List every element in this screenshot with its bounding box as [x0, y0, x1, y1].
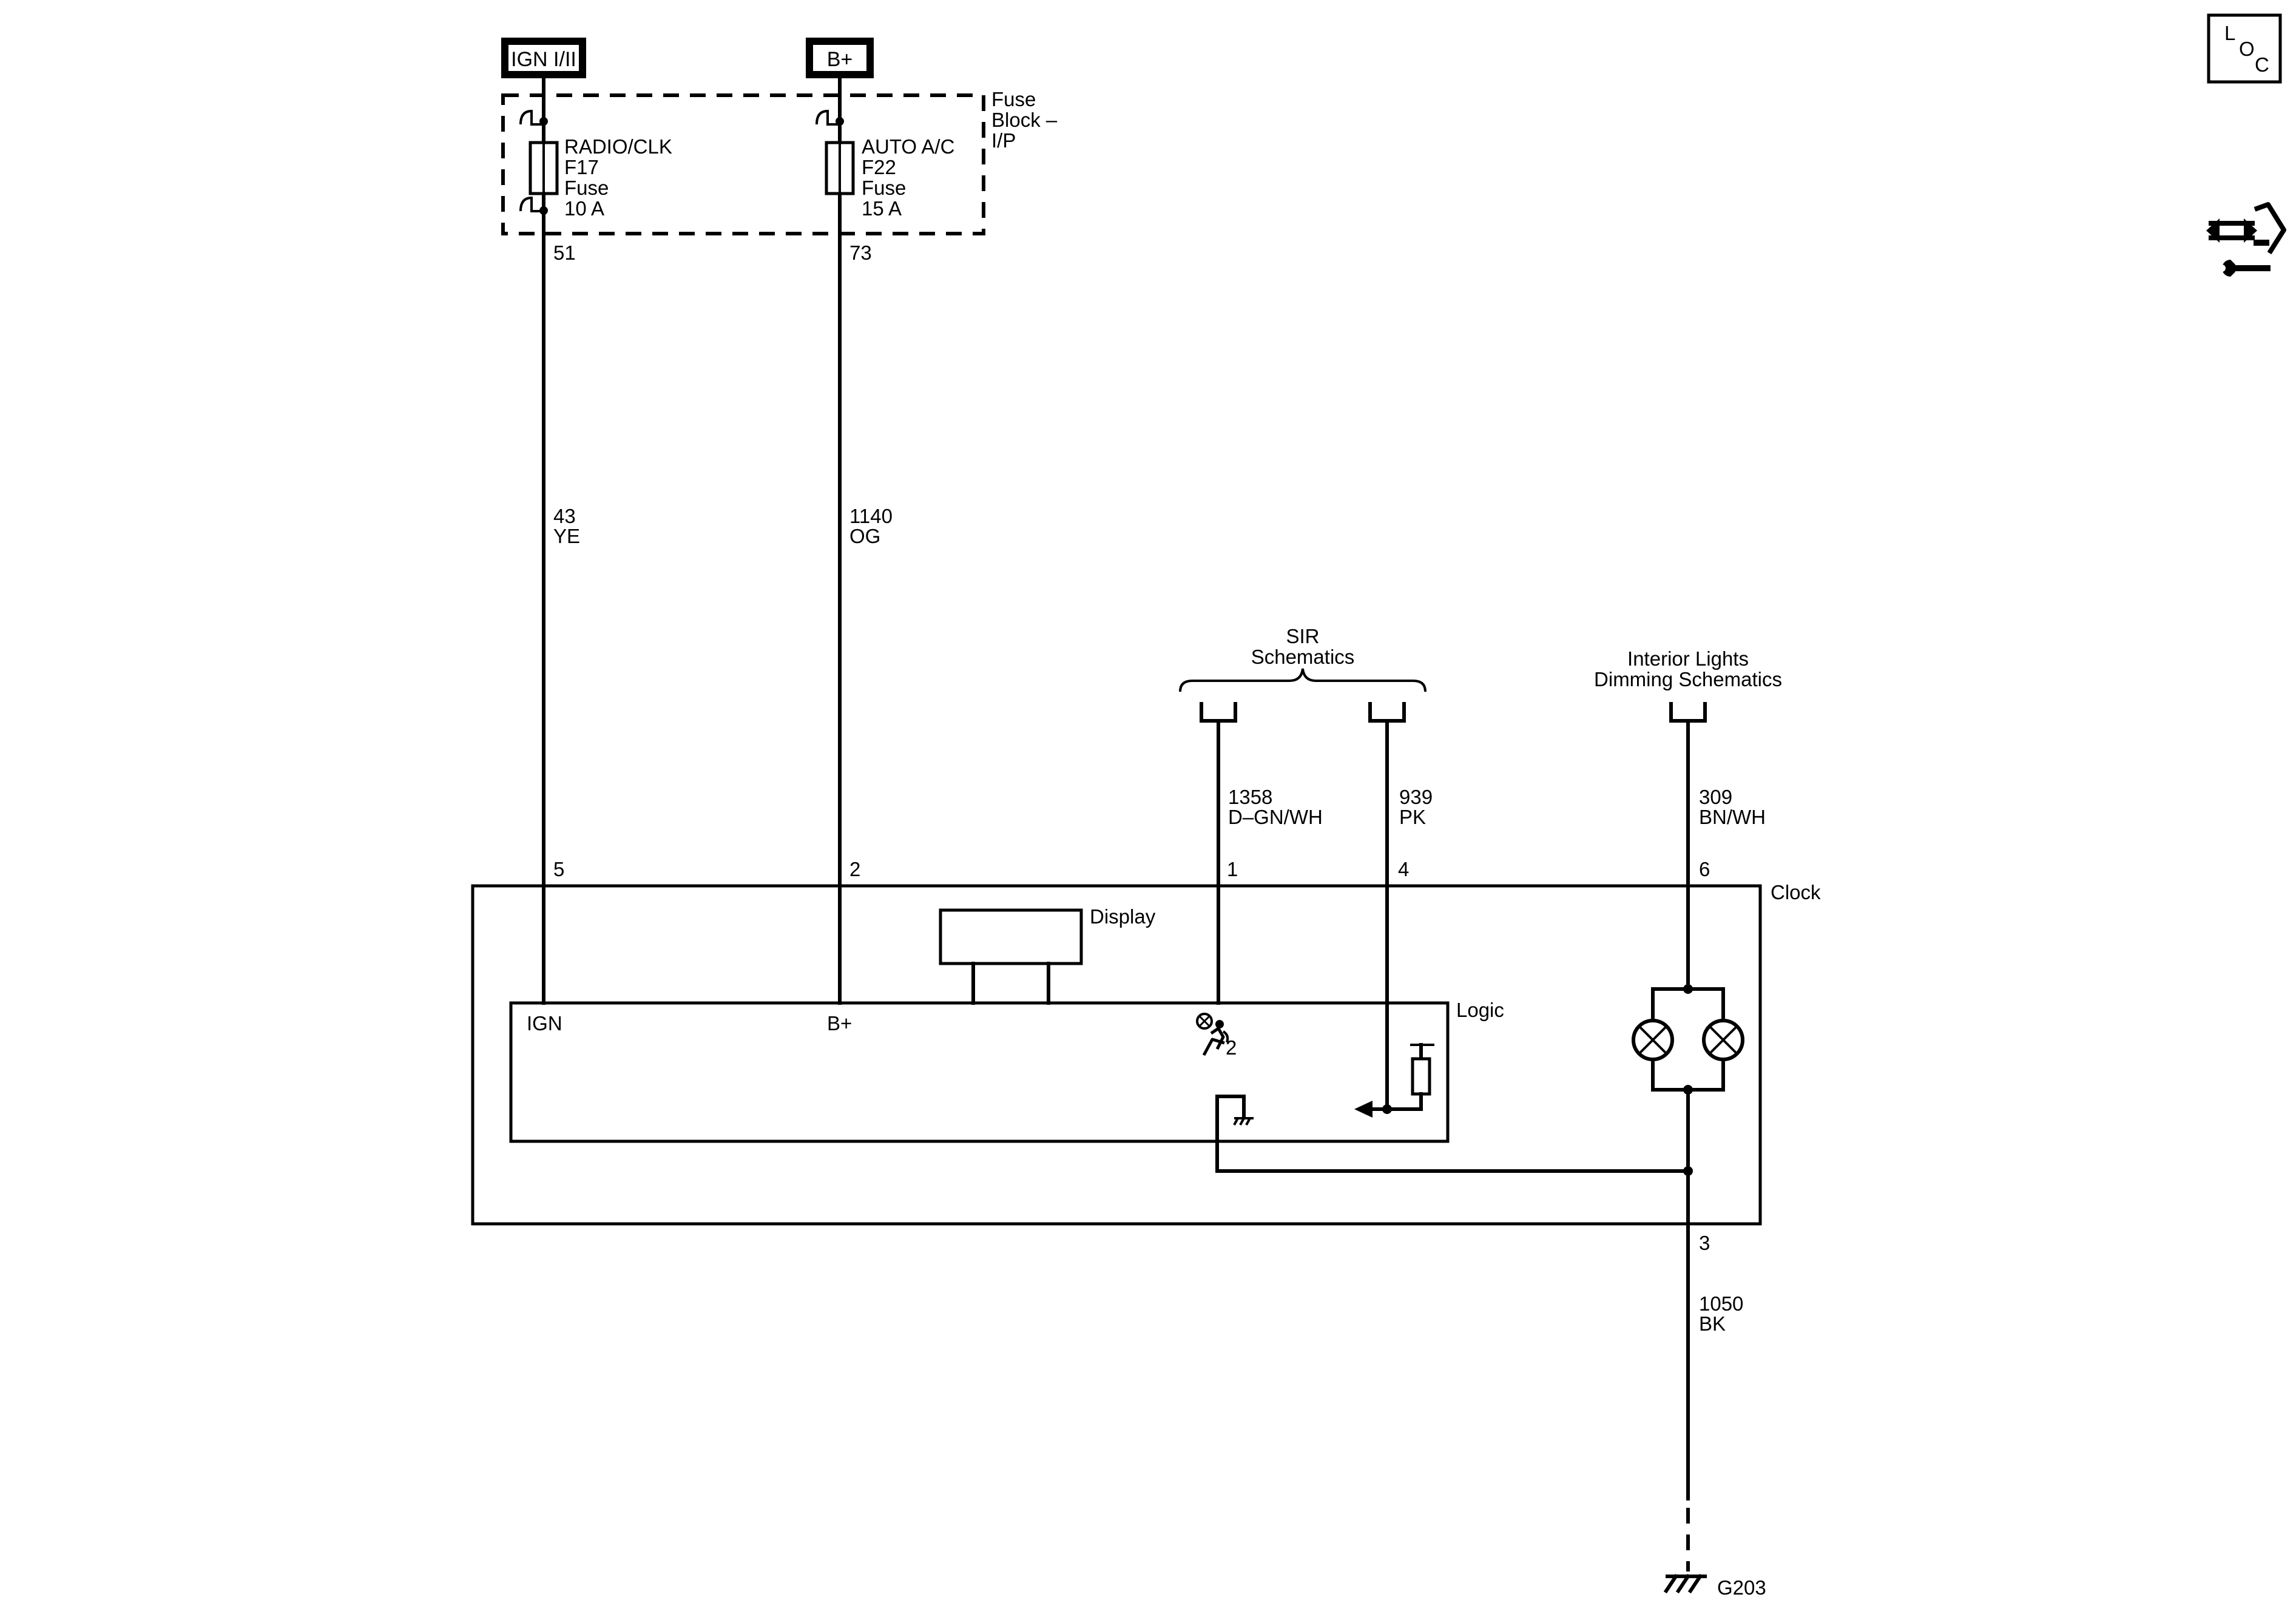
fuse-f22-symbol — [815, 109, 855, 195]
sir-connector-a — [1200, 702, 1237, 723]
dim-ref-line1: Interior Lights — [1627, 647, 1749, 670]
wire-dim-circuit: 309 — [1699, 786, 1732, 808]
fuse-f22-rating: 15 A — [862, 197, 902, 220]
airbag-index: 2 — [1226, 1036, 1237, 1059]
source-ign-label: IGN I/II — [511, 48, 576, 71]
pin-clock-sir1: 1 — [1227, 858, 1238, 880]
connector-repair-icon[interactable] — [2206, 202, 2286, 277]
wire-ground-circuit: 1050 — [1699, 1292, 1743, 1315]
fuse-f17-symbol — [519, 109, 559, 215]
wire-bplus-circuit: 1140 — [849, 505, 893, 527]
wire-dim-color: BN/WH — [1699, 806, 1766, 828]
sir-ref-line2: Schematics — [1251, 646, 1355, 668]
pullup-resistor-symbol — [1354, 1043, 1434, 1118]
pin-fuse-out-bplus: 73 — [849, 241, 872, 264]
logic-bplus-label: B+ — [827, 1012, 852, 1035]
display-label: Display — [1090, 905, 1156, 928]
display-box — [939, 908, 1083, 965]
clock-module — [471, 884, 1762, 1226]
airbag-icon — [1196, 1013, 1229, 1056]
wire-sir-a-circuit: 1358 — [1228, 786, 1272, 808]
loc-letter-c: C — [2255, 53, 2269, 76]
fuse-f17-type: Fuse — [564, 177, 609, 199]
fuse-block-label-2: Block – — [991, 109, 1058, 131]
ground-g203-icon — [1663, 1573, 1707, 1594]
sir-brace — [1179, 668, 1427, 692]
fuse-f17-id: F17 — [564, 156, 599, 178]
pin-clock-ground: 3 — [1699, 1232, 1710, 1254]
wire-sir-b-color: PK — [1399, 806, 1426, 828]
internal-ground-icon — [1215, 1095, 1254, 1173]
ground-id: G203 — [1717, 1576, 1766, 1599]
logic-ign-label: IGN — [527, 1012, 562, 1035]
fuse-f22-type: Fuse — [862, 177, 906, 199]
wire-ground-color: BK — [1699, 1312, 1726, 1335]
logic-box — [509, 1001, 1450, 1143]
source-ign: IGN I/II — [501, 38, 586, 78]
fuse-f17-name: RADIO/CLK — [564, 135, 672, 158]
pin-fuse-out-ign: 51 — [553, 241, 576, 264]
sir-ref-line1: SIR — [1286, 625, 1319, 647]
wire-sir-b-circuit: 939 — [1399, 786, 1433, 808]
loc-button[interactable]: L O C — [2207, 13, 2282, 84]
loc-letter-l: L — [2224, 22, 2235, 44]
fuse-f17-rating: 10 A — [564, 197, 604, 220]
fuse-block-label-1: Fuse — [991, 88, 1036, 110]
dim-connector — [1669, 702, 1707, 723]
logic-label: Logic — [1456, 999, 1504, 1021]
pin-clock-dim: 6 — [1699, 858, 1710, 880]
fuse-block-outline — [501, 93, 985, 235]
fuse-block-label-3: I/P — [991, 129, 1016, 152]
fuse-f22-id: F22 — [862, 156, 896, 178]
wire-sir-a-color: D–GN/WH — [1228, 806, 1323, 828]
pin-clock-ign: 5 — [553, 858, 564, 880]
wire-bplus-color: OG — [849, 525, 880, 547]
fuse-f22-name: AUTO A/C — [862, 135, 954, 158]
source-bplus-label: B+ — [827, 48, 853, 71]
sir-connector-b — [1368, 702, 1406, 723]
dim-ref-line2: Dimming Schematics — [1594, 668, 1782, 690]
pin-clock-bplus: 2 — [849, 858, 860, 880]
lamp-circuit — [1215, 984, 1744, 1176]
clock-label: Clock — [1771, 881, 1821, 903]
wire-ign-circuit: 43 — [553, 505, 576, 527]
loc-letter-o: O — [2239, 38, 2255, 60]
wire-ign-color: YE — [553, 525, 580, 547]
source-bplus: B+ — [806, 38, 874, 78]
pin-clock-sir4: 4 — [1398, 858, 1409, 880]
